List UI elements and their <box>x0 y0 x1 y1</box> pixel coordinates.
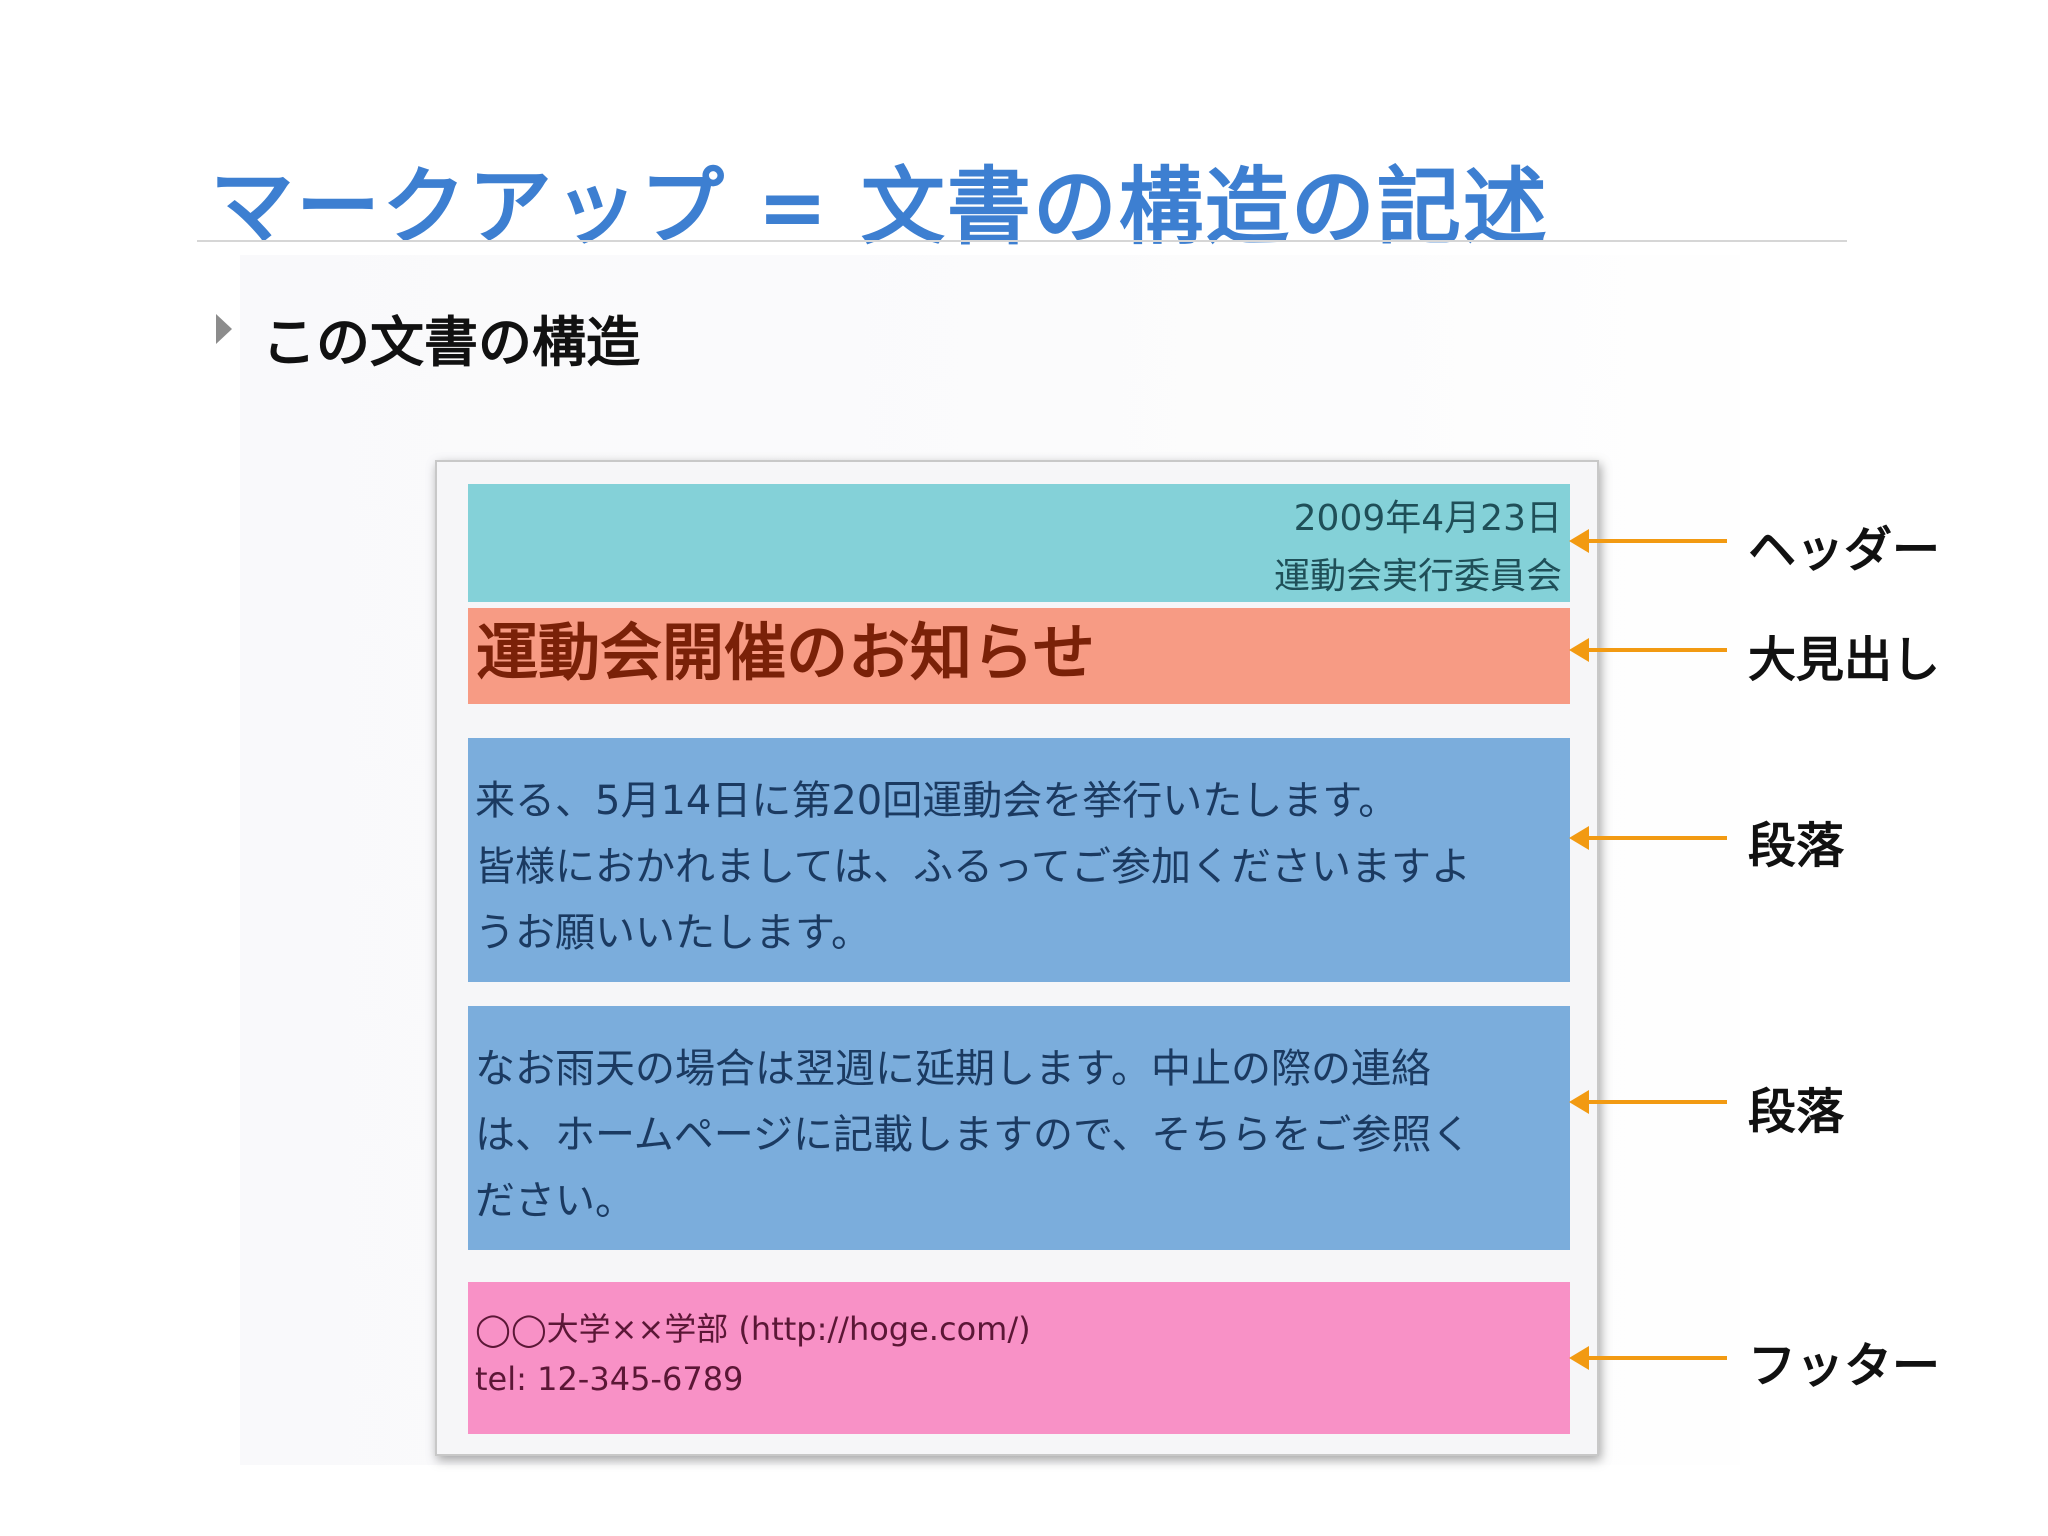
document-mockup: 2009年4月23日 運動会実行委員会 運動会開催のお知らせ 来る、5月14日に… <box>435 460 1599 1456</box>
bullet-text: この文書の構造 <box>262 311 640 374</box>
bullet-triangle-icon <box>216 314 232 344</box>
callout-header: ヘッダー <box>1748 522 1941 578</box>
paragraph-line: 来る、5月14日に第20回運動会を挙行いたします。 <box>475 778 1399 824</box>
paragraph-line: うお願いいたします。 <box>475 910 871 956</box>
callout-footer: フッター <box>1748 1338 1941 1394</box>
paragraph-line: 皆様におかれましては、ふるってご参加くださいますよ <box>475 844 1471 890</box>
header-organization: 運動会実行委員会 <box>1273 556 1562 597</box>
slide-title: マークアップ = 文書の構造の記述 <box>210 158 1549 256</box>
document-paragraph-2: なお雨天の場合は翌週に延期します。中止の際の連絡 は、ホームページに記載しますの… <box>468 1006 1570 1250</box>
document-heading-block: 運動会開催のお知らせ <box>468 608 1570 704</box>
document-header-block: 2009年4月23日 運動会実行委員会 <box>468 484 1570 602</box>
paragraph-1-arrow-icon <box>1569 826 1727 850</box>
header-date: 2009年4月23日 <box>1293 498 1562 539</box>
paragraph-line: なお雨天の場合は翌週に延期します。中止の際の連絡 <box>475 1046 1431 1092</box>
heading-arrow-icon <box>1569 638 1727 662</box>
document-paragraph-1: 来る、5月14日に第20回運動会を挙行いたします。 皆様におかれましては、ふるっ… <box>468 738 1570 982</box>
document-footer-block: ◯◯大学××学部 (http://hoge.com/) tel: 12-345-… <box>468 1282 1570 1434</box>
paragraph-2-arrow-icon <box>1569 1090 1727 1114</box>
title-divider <box>197 240 1847 242</box>
callout-heading: 大見出し <box>1748 632 1941 688</box>
header-arrow-icon <box>1569 529 1727 553</box>
paragraph-line: は、ホームページに記載しますので、そちらをご参照く <box>475 1112 1472 1158</box>
callout-paragraph-1: 段落 <box>1748 818 1845 874</box>
paragraph-line: ださい。 <box>475 1178 635 1224</box>
footer-line: ◯◯大学××学部 (http://hoge.com/) <box>475 1310 1031 1348</box>
footer-arrow-icon <box>1569 1346 1727 1370</box>
callout-paragraph-2: 段落 <box>1748 1084 1845 1140</box>
footer-line: tel: 12-345-6789 <box>475 1360 744 1398</box>
